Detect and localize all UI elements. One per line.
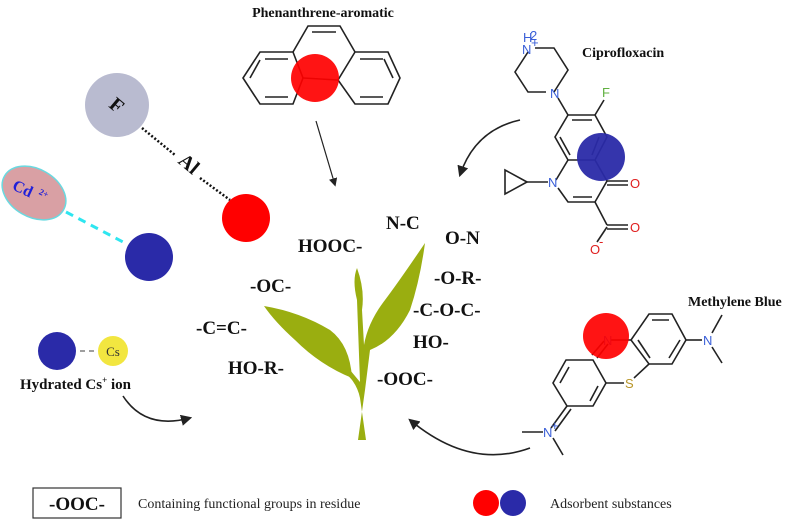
cipro-atom-o3: O (590, 242, 600, 257)
legend-red-circle (473, 490, 499, 516)
mb-atom-n-left-charge: + (551, 418, 559, 433)
fluoride-bond (141, 127, 176, 156)
aluminum-bond (199, 176, 231, 202)
mb-atom-s: S (625, 376, 634, 391)
mb-atom-n-left: N (543, 425, 552, 440)
legend-adsorbent-desc: Adsorbent substances (550, 497, 672, 512)
plant-leaf-left-icon (264, 306, 352, 378)
functional-group-c-o-c: -C-O-C- (413, 300, 481, 321)
adsorbent-blue-site (125, 233, 173, 281)
plant-residue (264, 243, 425, 440)
functional-group-ooc: -OOC- (377, 369, 433, 390)
ciprofloxacin-arrow (457, 119, 521, 178)
cipro-atom-nh2-charge: + (531, 35, 539, 50)
cipro-atom-nh2: N (522, 42, 531, 57)
phenanthrene-group: Phenanthrene-aromatic (242, 6, 401, 187)
methylene-blue-label: Methylene Blue (688, 295, 782, 310)
adsorbent-red-site (222, 194, 270, 242)
cipro-atom-n1: N (550, 86, 559, 101)
legend-blue-circle (500, 490, 526, 516)
methylene-blue-adsorption-site (583, 313, 629, 359)
fluoride-aluminum-group: F Al (85, 73, 270, 242)
ciprofloxacin-label: Ciprofloxacin (582, 46, 664, 61)
functional-group-ho-r: HO-R- (228, 358, 284, 379)
cipro-atom-f: F (602, 85, 610, 100)
cadmium-ion (1, 165, 67, 221)
functional-group-c-double-c: -C=C- (196, 318, 247, 339)
fluoride-ion (85, 73, 149, 137)
cesium-label: Cs (106, 344, 120, 359)
cipro-atom-h: H (523, 30, 532, 45)
mb-atom-n-right: N (703, 333, 712, 348)
functional-group-n-c: N-C (386, 213, 420, 234)
plant-stem-icon (345, 243, 425, 440)
phenanthrene-label: Phenanthrene-aromatic (252, 6, 394, 21)
functional-group-ho: HO- (413, 332, 449, 353)
methylene-blue-arrow (408, 418, 531, 456)
ciprofloxacin-group: Ciprofloxacin (457, 28, 664, 257)
methylene-blue-group: Methylene Blue (408, 295, 782, 456)
functional-group-o-r: -O-R- (434, 268, 481, 289)
cesium-ion (98, 336, 128, 366)
ciprofloxacin-adsorption-site (577, 133, 625, 181)
legend: -OOC- Containing functional groups in re… (32, 487, 672, 519)
legend-functional-box-text: -OOC- (49, 494, 105, 515)
legend-functional-desc: Containing functional groups in residue (138, 497, 360, 512)
cesium-caption: Hydrated Cs+ ion (20, 375, 132, 393)
cesium-arrow (122, 395, 193, 426)
functional-group-oc: -OC- (250, 276, 291, 297)
legend-functional-box (32, 487, 122, 519)
phenanthrene-adsorption-site (291, 54, 339, 102)
cadmium-bridge (65, 210, 126, 245)
cadmium-group: Cd 2+ (1, 165, 173, 281)
functional-groups: HOOC- N-C O-N -OC- -O-R- -C=C- -C-O-C- H… (196, 213, 481, 390)
cipro-atom-o1: O (630, 176, 640, 191)
aluminum-label: Al (174, 149, 204, 179)
cesium-group: Cs Hydrated Cs+ ion (20, 332, 193, 426)
phenanthrene-arrow (315, 120, 338, 187)
hydration-water (38, 332, 76, 370)
cipro-atom-h-sub: 2 (530, 28, 537, 43)
cipro-atom-o3-charge: - (599, 234, 603, 249)
cipro-atom-n2: N (548, 175, 557, 190)
cipro-atom-o2: O (630, 220, 640, 235)
functional-group-o-n: O-N (445, 228, 480, 249)
functional-group-hooc: HOOC- (298, 236, 362, 257)
cadmium-charge: 2+ (37, 187, 50, 200)
